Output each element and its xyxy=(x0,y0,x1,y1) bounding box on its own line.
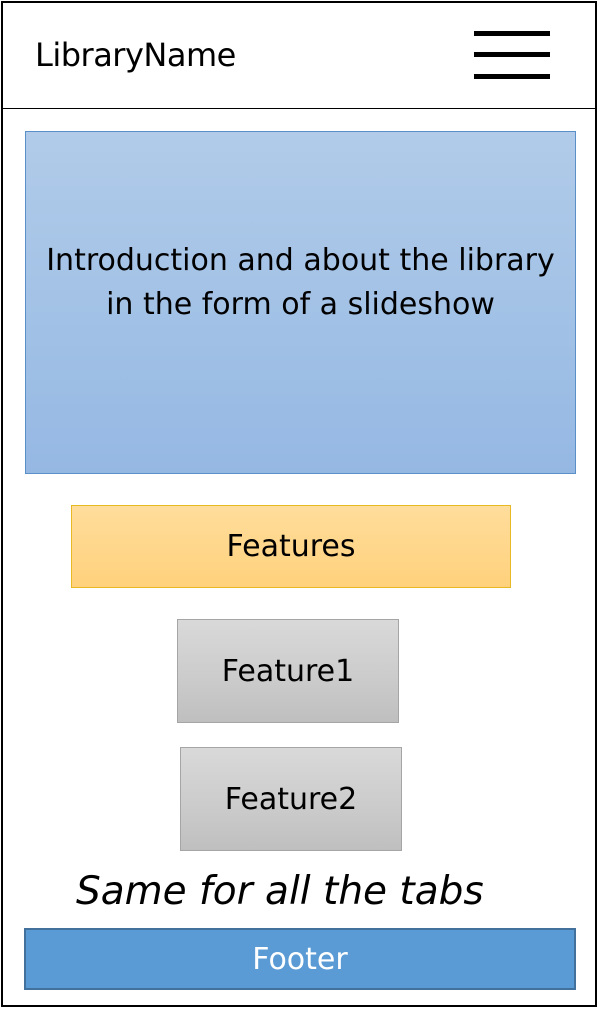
menu-bar-middle xyxy=(474,52,550,57)
feature1-button[interactable]: Feature1 xyxy=(177,619,399,723)
feature2-button[interactable]: Feature2 xyxy=(180,747,402,851)
footer-bar: Footer xyxy=(24,928,576,990)
annotation-note: Same for all the tabs xyxy=(76,869,484,914)
menu-bar-top xyxy=(474,31,550,36)
library-name-title: LibraryName xyxy=(35,36,236,74)
features-section-button[interactable]: Features xyxy=(71,505,511,588)
intro-slideshow[interactable]: Introduction and about the library in th… xyxy=(25,131,576,474)
app-header: LibraryName xyxy=(1,1,597,109)
slideshow-text: Introduction and about the library in th… xyxy=(46,242,555,322)
menu-bar-bottom xyxy=(474,74,550,79)
hamburger-menu-icon[interactable] xyxy=(474,31,550,81)
